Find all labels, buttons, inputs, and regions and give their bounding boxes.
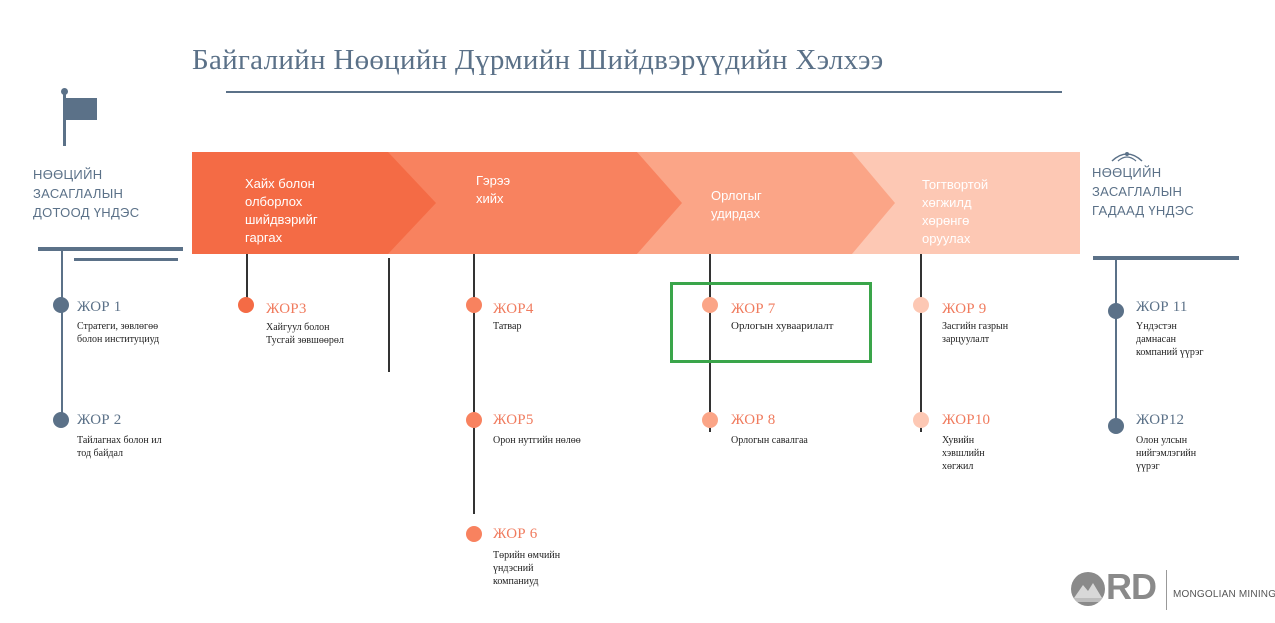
stage-2-connector bbox=[473, 254, 475, 514]
jor-1-dot bbox=[53, 297, 69, 313]
stage-2-arrow bbox=[388, 152, 682, 254]
jor-12-desc: Олон улсын нийгэмлэгийн үүрэг bbox=[1136, 435, 1197, 472]
jor-11-label: ЖОР 11 bbox=[1136, 299, 1188, 315]
jor-5-label: ЖОР5 bbox=[493, 412, 534, 428]
jor-2-desc: Тайлагнах болон ил тод байдал bbox=[77, 435, 162, 459]
internal-governance-heading: НӨӨЦИЙН ЗАСАГЛАЛЫН ДОТООД ҮНДЭС bbox=[33, 165, 139, 222]
jor-6-dot bbox=[466, 526, 482, 542]
logo-text: MONGOLIAN MINING bbox=[1173, 589, 1275, 600]
network-icon bbox=[1111, 152, 1143, 162]
jor-7-desc: Орлогын хуваарилалт bbox=[731, 320, 834, 332]
jor-9-dot bbox=[913, 297, 929, 313]
jor-1-desc: Стратеги, зөвлөгөө болон институциуд bbox=[77, 321, 160, 345]
jor-11-dot bbox=[1108, 303, 1124, 319]
stage-3-label: Орлогыг удирдах bbox=[711, 188, 762, 221]
right-bar bbox=[1093, 256, 1239, 260]
stage-4-arrow bbox=[822, 152, 1080, 254]
jor-7-label: ЖОР 7 bbox=[731, 301, 776, 317]
jor-4-dot bbox=[466, 297, 482, 313]
logo-separator bbox=[1166, 570, 1167, 610]
jor-7-dot bbox=[702, 297, 718, 313]
flag-icon-knob bbox=[61, 88, 68, 95]
heading-line: ЗАСАГЛАЛЫН bbox=[33, 186, 124, 201]
title-underline bbox=[226, 91, 1062, 93]
right-connector-line bbox=[1115, 259, 1117, 429]
jor-12-dot bbox=[1108, 418, 1124, 434]
jor-9-desc: Засгийн газрын зарцуулалт bbox=[942, 321, 1009, 345]
stage-1-arrow bbox=[192, 152, 436, 254]
jor-7-highlight-box bbox=[670, 282, 872, 363]
jor-3-dot bbox=[238, 297, 254, 313]
jor-5-desc: Орон нутгийн нөлөө bbox=[493, 435, 581, 446]
stage-3-arrow bbox=[637, 152, 895, 254]
jor-11-desc: Үндэстэн дамнасан компаний үүрэг bbox=[1136, 321, 1204, 358]
stage-4-connector bbox=[920, 254, 922, 432]
jor-4-label: ЖОР4 bbox=[493, 301, 534, 317]
jor-5-dot bbox=[466, 412, 482, 428]
jor-6-desc: Төрийн өмчийн үндэсний компаниуд bbox=[493, 550, 561, 587]
jor-4-desc: Татвар bbox=[493, 321, 522, 332]
external-governance-heading: НӨӨЦИЙН ЗАСАГЛАЛЫН ГАДААД ҮНДЭС bbox=[1092, 165, 1195, 218]
mountain-logo-icon bbox=[1071, 572, 1105, 606]
logo-wordmark: RD bbox=[1106, 566, 1157, 607]
stage-1-connector bbox=[246, 254, 248, 304]
jor-2-label: ЖОР 2 bbox=[77, 412, 122, 428]
jor-9-label: ЖОР 9 bbox=[942, 301, 987, 317]
jor-6-label: ЖОР 6 bbox=[493, 526, 538, 542]
stage-4-label: Тогтвортой хөгжилд хөрөнгө оруулах bbox=[922, 177, 989, 246]
jor-8-desc: Орлогын савалгаа bbox=[731, 435, 808, 446]
jor-1-label: ЖОР 1 bbox=[77, 299, 122, 315]
jor-12-label: ЖОР12 bbox=[1136, 412, 1185, 428]
jor-10-desc: Хувийн хэвшлийн хөгжил bbox=[942, 435, 985, 472]
jor-8-label: ЖОР 8 bbox=[731, 412, 776, 428]
flag-icon bbox=[63, 92, 66, 146]
stage-2-label: Гэрээ хийх bbox=[476, 173, 511, 206]
left-bar-secondary bbox=[74, 258, 178, 261]
jor-3-label: ЖОР3 bbox=[266, 301, 307, 317]
jor-8-dot bbox=[702, 412, 718, 428]
value-chain-arrows bbox=[192, 152, 1080, 254]
stage-1-label: Хайх болон олборлох шийдвэрийг гаргах bbox=[245, 176, 318, 245]
jor-10-label: ЖОР10 bbox=[942, 412, 991, 428]
jor-10-dot bbox=[913, 412, 929, 428]
diagram-title: Байгалийн Нөөцийн Дүрмийн Шийдвэрүүдийн … bbox=[192, 44, 884, 76]
heading-line: ДОТООД ҮНДЭС bbox=[33, 205, 140, 220]
jor-2-dot bbox=[53, 412, 69, 428]
stage-divider-line bbox=[388, 258, 390, 372]
left-bar bbox=[38, 247, 183, 251]
heading-line: НӨӨЦИЙН bbox=[33, 167, 103, 182]
stage-3-connector bbox=[709, 254, 711, 432]
jor-3-desc: Хайгуул болон Тусгай зөвшөөрөл bbox=[266, 322, 344, 346]
flag-icon-cloth bbox=[66, 98, 97, 120]
left-connector-line bbox=[61, 250, 63, 422]
